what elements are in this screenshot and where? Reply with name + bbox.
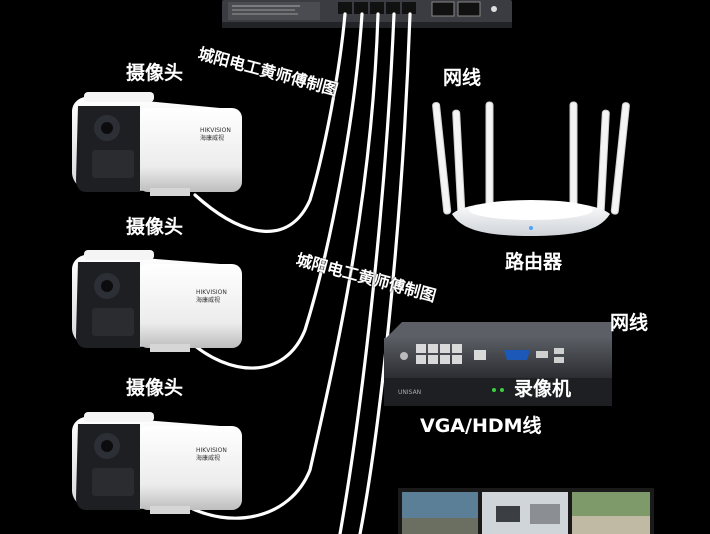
camera-1: HIKVISION 海康威视: [72, 92, 242, 196]
switch-ports: [338, 1, 497, 17]
camera-3-sub: 海康威视: [196, 454, 220, 462]
monitor: [398, 488, 654, 534]
vga-hdmi-label: VGA/HDM线: [420, 415, 542, 437]
camera-2: HIKVISION 海康威视: [72, 250, 242, 352]
poe-switch: [222, 0, 512, 28]
nvr-recorder: UNISAN: [384, 322, 612, 406]
network-cable-label-top: 网线: [443, 67, 482, 89]
camera-1-label: 摄像头: [126, 62, 184, 84]
camera-2-label: 摄像头: [126, 216, 184, 238]
router: [432, 101, 630, 236]
camera-2-brand: HIKVISION: [196, 289, 227, 296]
camera-2-sub: 海康威视: [196, 296, 220, 304]
camera-1-sub: 海康威视: [200, 134, 224, 142]
nvr-label: 录像机: [514, 378, 572, 400]
nvr-brand: UNISAN: [398, 389, 421, 396]
router-label: 路由器: [505, 251, 563, 273]
camera-3-label: 摄像头: [126, 377, 184, 399]
network-cable-label-right: 网线: [610, 312, 649, 334]
camera-1-brand: HIKVISION: [200, 127, 231, 134]
camera-3: HIKVISION 海康威视: [72, 412, 242, 514]
camera-3-brand: HIKVISION: [196, 447, 227, 454]
network-cables: [183, 12, 412, 534]
nvr-lan-ports: [416, 344, 486, 364]
